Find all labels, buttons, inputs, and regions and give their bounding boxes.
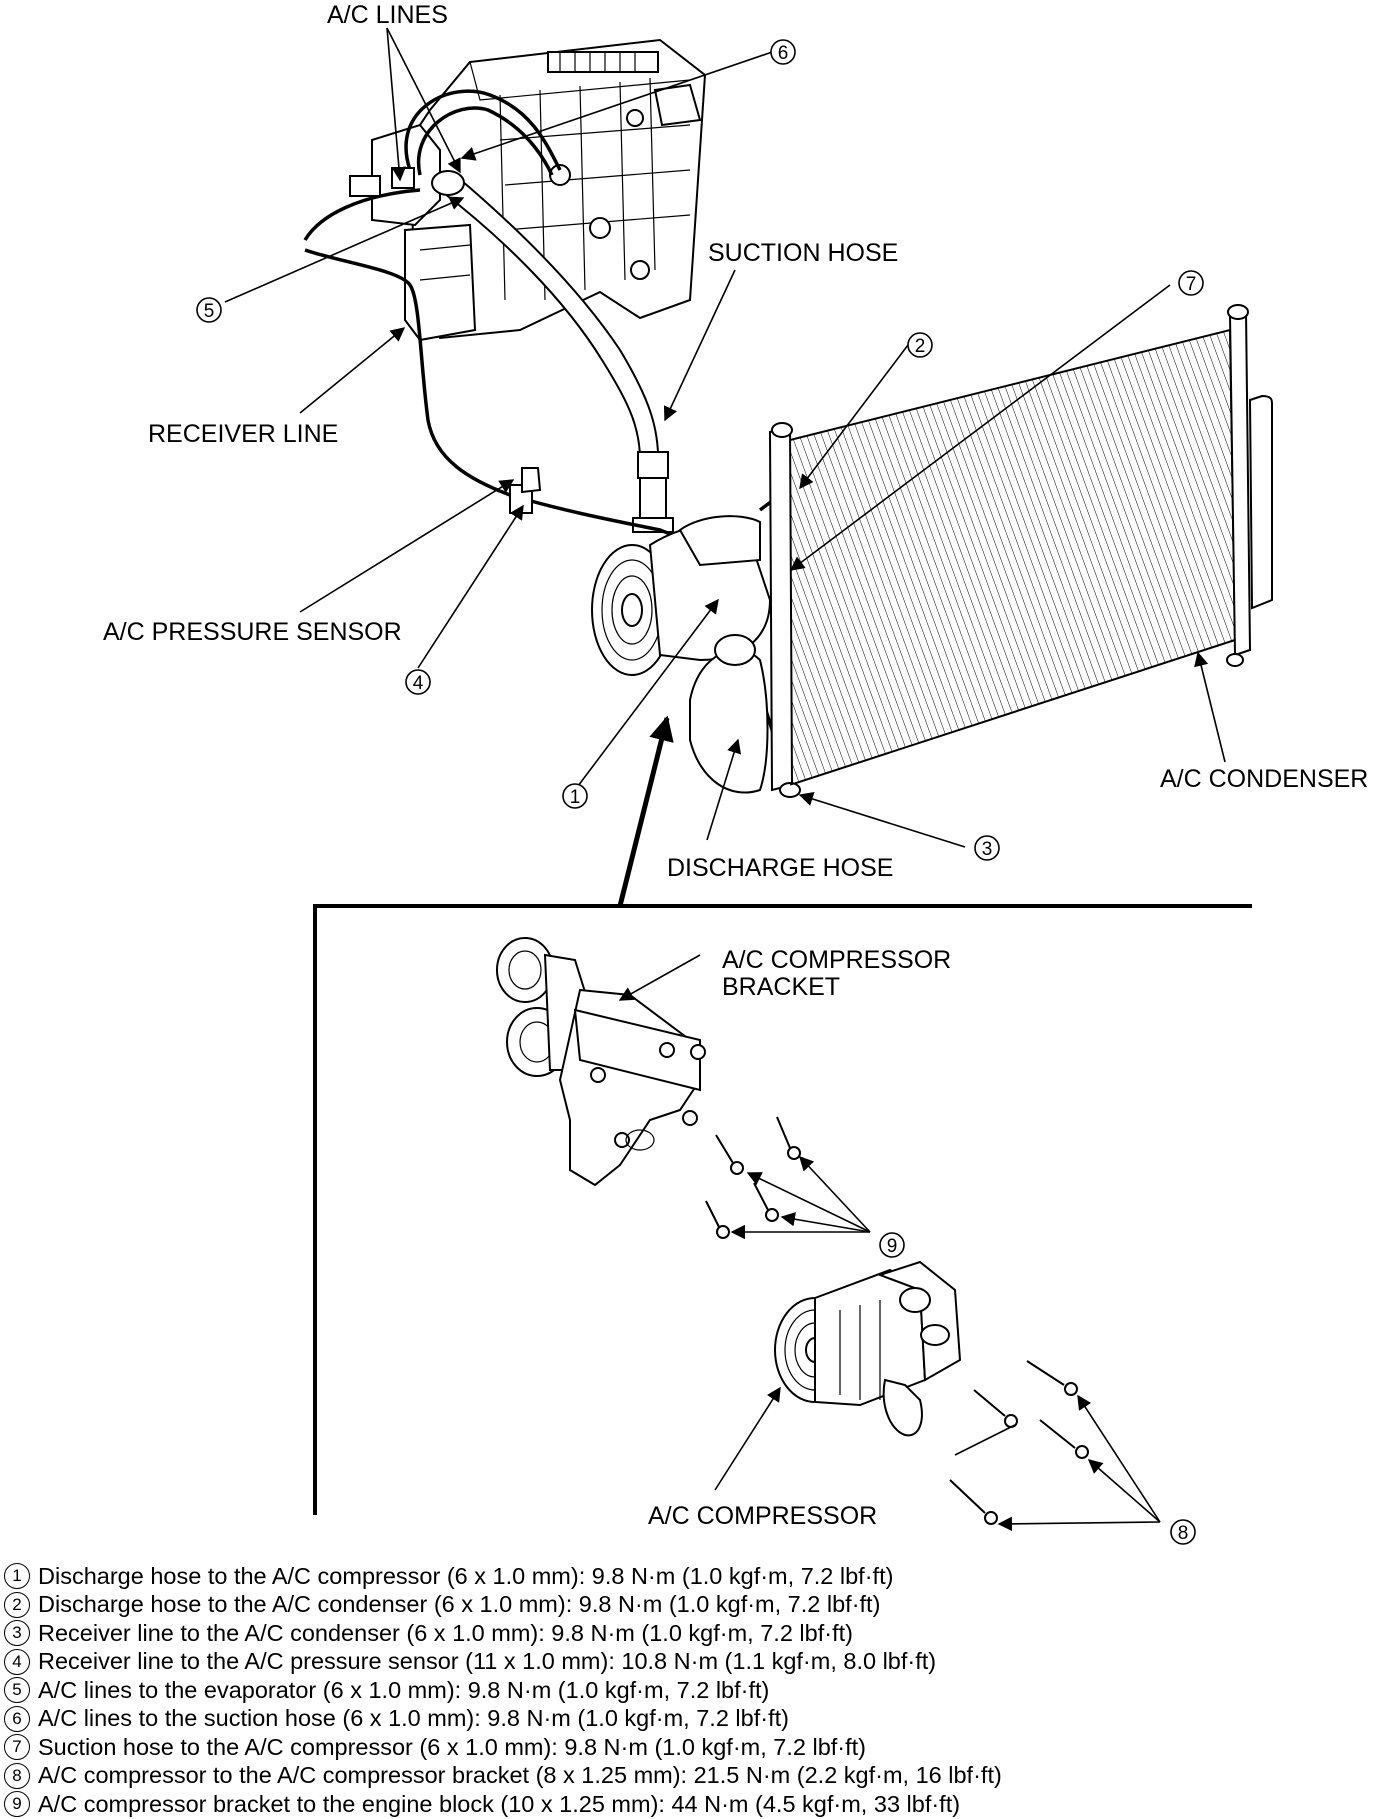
legend-text: Suction hose to the A/C compressor (6 x …: [38, 1733, 867, 1760]
label-ac-lines: A/C LINES: [327, 1, 448, 29]
legend-number: 3: [4, 1620, 30, 1647]
legend-text: Receiver line to the A/C pressure sensor…: [38, 1648, 937, 1674]
legend-item: 6 A/C lines to the suction hose (6 x 1.0 …: [4, 1705, 1384, 1734]
legend-text: Discharge hose to the A/C condenser (6 x…: [38, 1591, 881, 1617]
legend-number: 6: [4, 1705, 30, 1732]
legend-text: Discharge hose to the A/C compressor (6 …: [38, 1562, 894, 1589]
legend-text: Receiver line to the A/C condenser (6 x …: [38, 1619, 853, 1646]
legend-text: A/C compressor bracket to the engine blo…: [38, 1790, 961, 1817]
condenser: [768, 304, 1273, 798]
legend-item: 9 A/C compressor bracket to the engine bl…: [4, 1790, 1384, 1819]
label-pressure-sensor: A/C PRESSURE SENSOR: [103, 618, 402, 646]
compressor-detail: [774, 1260, 962, 1437]
svg-text:2: 2: [915, 336, 926, 357]
legend-item: 7 Suction hose to the A/C compressor (6 x…: [4, 1733, 1384, 1762]
detail-leaders: [618, 954, 781, 1491]
legend-number: 5: [4, 1677, 30, 1704]
legend-number: 1: [4, 1563, 30, 1590]
label-bracket-line2: BRACKET: [722, 973, 840, 1001]
detail-frame: [313, 715, 1252, 1515]
label-condenser: A/C CONDENSER: [1160, 765, 1368, 793]
label-discharge-hose: DISCHARGE HOSE: [667, 854, 893, 882]
svg-text:4: 4: [413, 673, 424, 694]
callout-2: 2: [907, 332, 933, 358]
label-compressor: A/C COMPRESSOR: [648, 1502, 877, 1530]
bracket-bolts: [705, 1116, 871, 1240]
legend-number: 4: [4, 1648, 30, 1675]
callout-9: 9: [879, 1232, 905, 1258]
callout-6: 6: [770, 39, 796, 65]
svg-text:7: 7: [1186, 274, 1197, 295]
legend-text: A/C lines to the evaporator (6 x 1.0 mm)…: [38, 1676, 770, 1703]
torque-legend: 1 Discharge hose to the A/C compressor (6…: [4, 1562, 1384, 1819]
label-receiver-line: RECEIVER LINE: [148, 420, 338, 448]
compressor-top: [591, 440, 803, 794]
callout-5: 5: [196, 297, 222, 323]
svg-text:3: 3: [982, 839, 993, 860]
legend-item: 3 Receiver line to the A/C condenser (6 x…: [4, 1619, 1384, 1648]
callout-7: 7: [1178, 270, 1204, 296]
callout-1: 1: [562, 783, 588, 809]
svg-text:1: 1: [570, 787, 581, 808]
legend-text: A/C compressor to the A/C compressor bra…: [38, 1762, 1002, 1788]
upper-leaders: [224, 27, 1226, 848]
legend-item: 2 Discharge hose to the A/C condenser (6 …: [4, 1591, 1384, 1620]
label-bracket-line1: A/C COMPRESSOR: [722, 946, 951, 974]
legend-number: 8: [4, 1762, 30, 1789]
svg-text:9: 9: [887, 1236, 898, 1257]
legend-item: 5 A/C lines to the evaporator (6 x 1.0 mm…: [4, 1676, 1384, 1705]
callout-8: 8: [1170, 1519, 1196, 1545]
compressor-bracket: [496, 937, 706, 1187]
legend-number: 2: [4, 1591, 30, 1618]
svg-text:6: 6: [778, 43, 789, 64]
legend-item: 8 A/C compressor to the A/C compressor br…: [4, 1762, 1384, 1791]
evaporator-housing: [371, 38, 707, 342]
ac-lines: [303, 89, 562, 241]
legend-number: 9: [4, 1791, 30, 1818]
callout-3: 3: [974, 835, 1000, 861]
svg-text:8: 8: [1178, 1523, 1189, 1544]
legend-number: 7: [4, 1734, 30, 1761]
legend-text: A/C lines to the suction hose (6 x 1.0 m…: [38, 1705, 789, 1731]
legend-item: 1 Discharge hose to the A/C compressor (6…: [4, 1562, 1384, 1591]
legend-item: 4 Receiver line to the A/C pressure senso…: [4, 1648, 1384, 1677]
label-suction-hose: SUCTION HOSE: [708, 239, 898, 267]
callout-4: 4: [405, 669, 431, 695]
compressor-bolts: [949, 1360, 1161, 1532]
svg-text:5: 5: [204, 301, 215, 322]
